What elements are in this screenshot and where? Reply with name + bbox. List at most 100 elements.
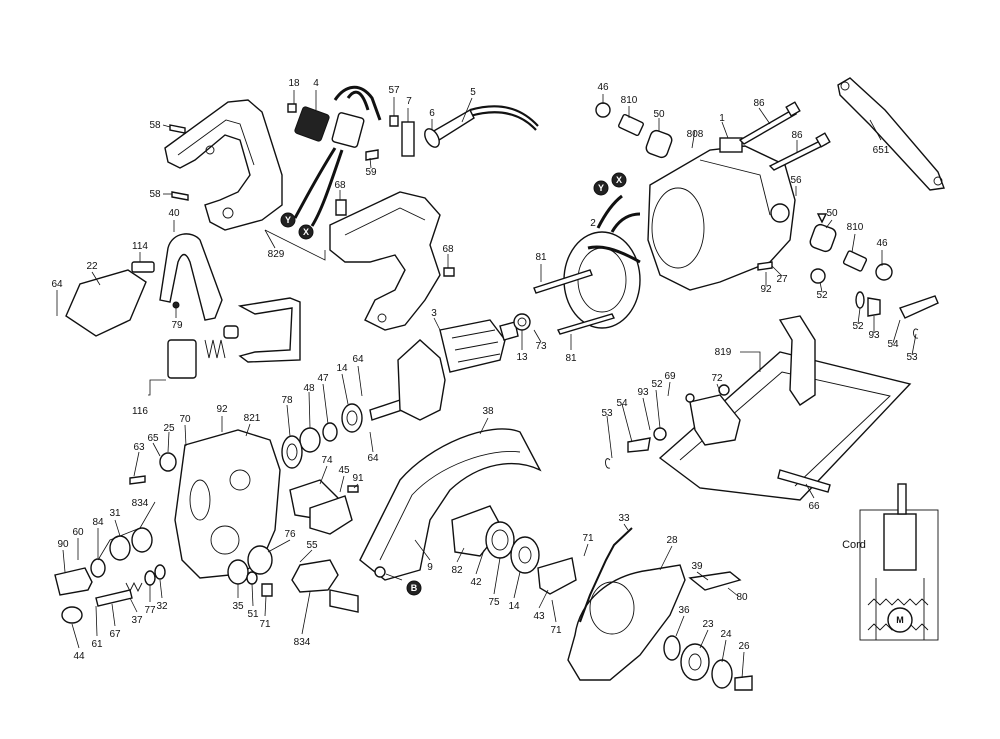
label-60: 60 bbox=[72, 527, 84, 538]
label-48: 48 bbox=[303, 383, 315, 394]
armature-3 bbox=[369, 313, 531, 421]
circle-letter-y-icon bbox=[280, 180, 609, 228]
label-7: 7 bbox=[406, 96, 412, 107]
label-46-top: 46 bbox=[597, 82, 609, 93]
label-80: 80 bbox=[736, 592, 748, 603]
label-37: 37 bbox=[131, 615, 143, 626]
label-64-mid: 64 bbox=[352, 354, 364, 365]
gear-train-left bbox=[54, 452, 177, 624]
label-13: 13 bbox=[516, 352, 528, 363]
label-78: 78 bbox=[281, 395, 293, 406]
label-26: 26 bbox=[738, 641, 750, 652]
label-53-left: 53 bbox=[601, 408, 613, 419]
label-31: 31 bbox=[109, 508, 121, 519]
label-57: 57 bbox=[388, 85, 400, 96]
label-6: 6 bbox=[429, 108, 435, 119]
circle-letter-b-icon bbox=[406, 580, 422, 596]
label-3: 3 bbox=[431, 308, 437, 319]
label-58-mid: 58 bbox=[149, 189, 161, 200]
label-x-badge-1: X bbox=[303, 227, 309, 237]
label-44: 44 bbox=[73, 651, 85, 662]
screws-81 bbox=[533, 261, 826, 335]
label-50-top: 50 bbox=[653, 109, 665, 120]
label-54-right: 54 bbox=[887, 339, 899, 350]
label-76: 76 bbox=[284, 529, 296, 540]
label-64-low: 64 bbox=[367, 453, 379, 464]
bearing-47-48 bbox=[281, 403, 363, 469]
label-52-left: 52 bbox=[651, 379, 663, 390]
label-28: 28 bbox=[666, 535, 678, 546]
label-116: 116 bbox=[132, 406, 148, 417]
label-67: 67 bbox=[109, 629, 121, 640]
label-5: 5 bbox=[470, 87, 476, 98]
label-x-badge-2: X bbox=[616, 175, 622, 185]
label-82: 82 bbox=[451, 565, 463, 576]
spring-33 bbox=[579, 527, 633, 623]
label-14-bottom: 14 bbox=[508, 601, 520, 612]
screws-handle bbox=[169, 103, 455, 277]
base-shoe-819 bbox=[658, 315, 912, 501]
label-70: 70 bbox=[179, 414, 191, 425]
wiring-schematic bbox=[859, 483, 939, 641]
field-stator-2 bbox=[563, 194, 641, 329]
label-81-bottom: 81 bbox=[565, 353, 577, 364]
label-59: 59 bbox=[365, 167, 377, 178]
label-motor: M bbox=[896, 615, 904, 625]
label-79: 79 bbox=[171, 320, 183, 331]
label-93-left: 93 bbox=[637, 387, 649, 398]
label-23: 23 bbox=[702, 619, 714, 630]
lower-guard-28 bbox=[567, 564, 742, 681]
cover-plate-22 bbox=[65, 269, 147, 337]
label-33: 33 bbox=[618, 513, 630, 524]
label-86-top: 86 bbox=[753, 98, 765, 109]
label-68-top: 68 bbox=[334, 180, 346, 191]
label-92-right: 92 bbox=[760, 284, 772, 295]
spindle-834 bbox=[227, 545, 359, 613]
label-74: 74 bbox=[321, 455, 333, 466]
label-50-right: 50 bbox=[826, 208, 838, 219]
label-92-left: 92 bbox=[216, 404, 228, 415]
label-810-right: 810 bbox=[847, 222, 864, 233]
plates-74-45 bbox=[289, 479, 359, 535]
label-40: 40 bbox=[168, 208, 180, 219]
label-35: 35 bbox=[232, 601, 244, 612]
label-52-right: 52 bbox=[816, 290, 828, 301]
label-86-bottom: 86 bbox=[791, 130, 803, 141]
label-77: 77 bbox=[144, 605, 156, 616]
bevel-clamp-parts bbox=[605, 384, 730, 469]
label-9: 9 bbox=[427, 562, 433, 573]
label-53-right: 53 bbox=[906, 352, 918, 363]
label-38: 38 bbox=[482, 406, 494, 417]
label-75: 75 bbox=[488, 597, 500, 608]
label-808: 808 bbox=[687, 129, 704, 140]
label-b-badge: B bbox=[411, 583, 418, 593]
label-58-top: 58 bbox=[149, 120, 161, 131]
label-y-badge-1: Y bbox=[285, 215, 291, 225]
label-68-right: 68 bbox=[442, 244, 454, 255]
label-42: 42 bbox=[470, 577, 482, 588]
label-14-top: 14 bbox=[336, 363, 348, 374]
label-47: 47 bbox=[317, 373, 329, 384]
label-81-top: 81 bbox=[535, 252, 547, 263]
brush-holder-parts bbox=[148, 297, 301, 396]
label-66: 66 bbox=[808, 501, 820, 512]
label-22: 22 bbox=[86, 261, 98, 272]
switch-wires bbox=[293, 85, 382, 227]
handle-half-right bbox=[329, 191, 441, 331]
label-91: 91 bbox=[352, 473, 364, 484]
label-55: 55 bbox=[306, 540, 318, 551]
label-25: 25 bbox=[163, 423, 175, 434]
label-114: 114 bbox=[132, 241, 148, 252]
label-43: 43 bbox=[533, 611, 545, 622]
label-39: 39 bbox=[691, 561, 703, 572]
clamp-right-small bbox=[855, 291, 939, 339]
label-71-left: 71 bbox=[259, 619, 271, 630]
label-54-left: 54 bbox=[616, 398, 628, 409]
leader-lines bbox=[56, 90, 917, 679]
label-821: 821 bbox=[244, 413, 261, 424]
label-2: 2 bbox=[590, 218, 596, 229]
label-69: 69 bbox=[664, 371, 676, 382]
power-cord bbox=[424, 105, 539, 148]
switch-assembly bbox=[294, 106, 415, 157]
